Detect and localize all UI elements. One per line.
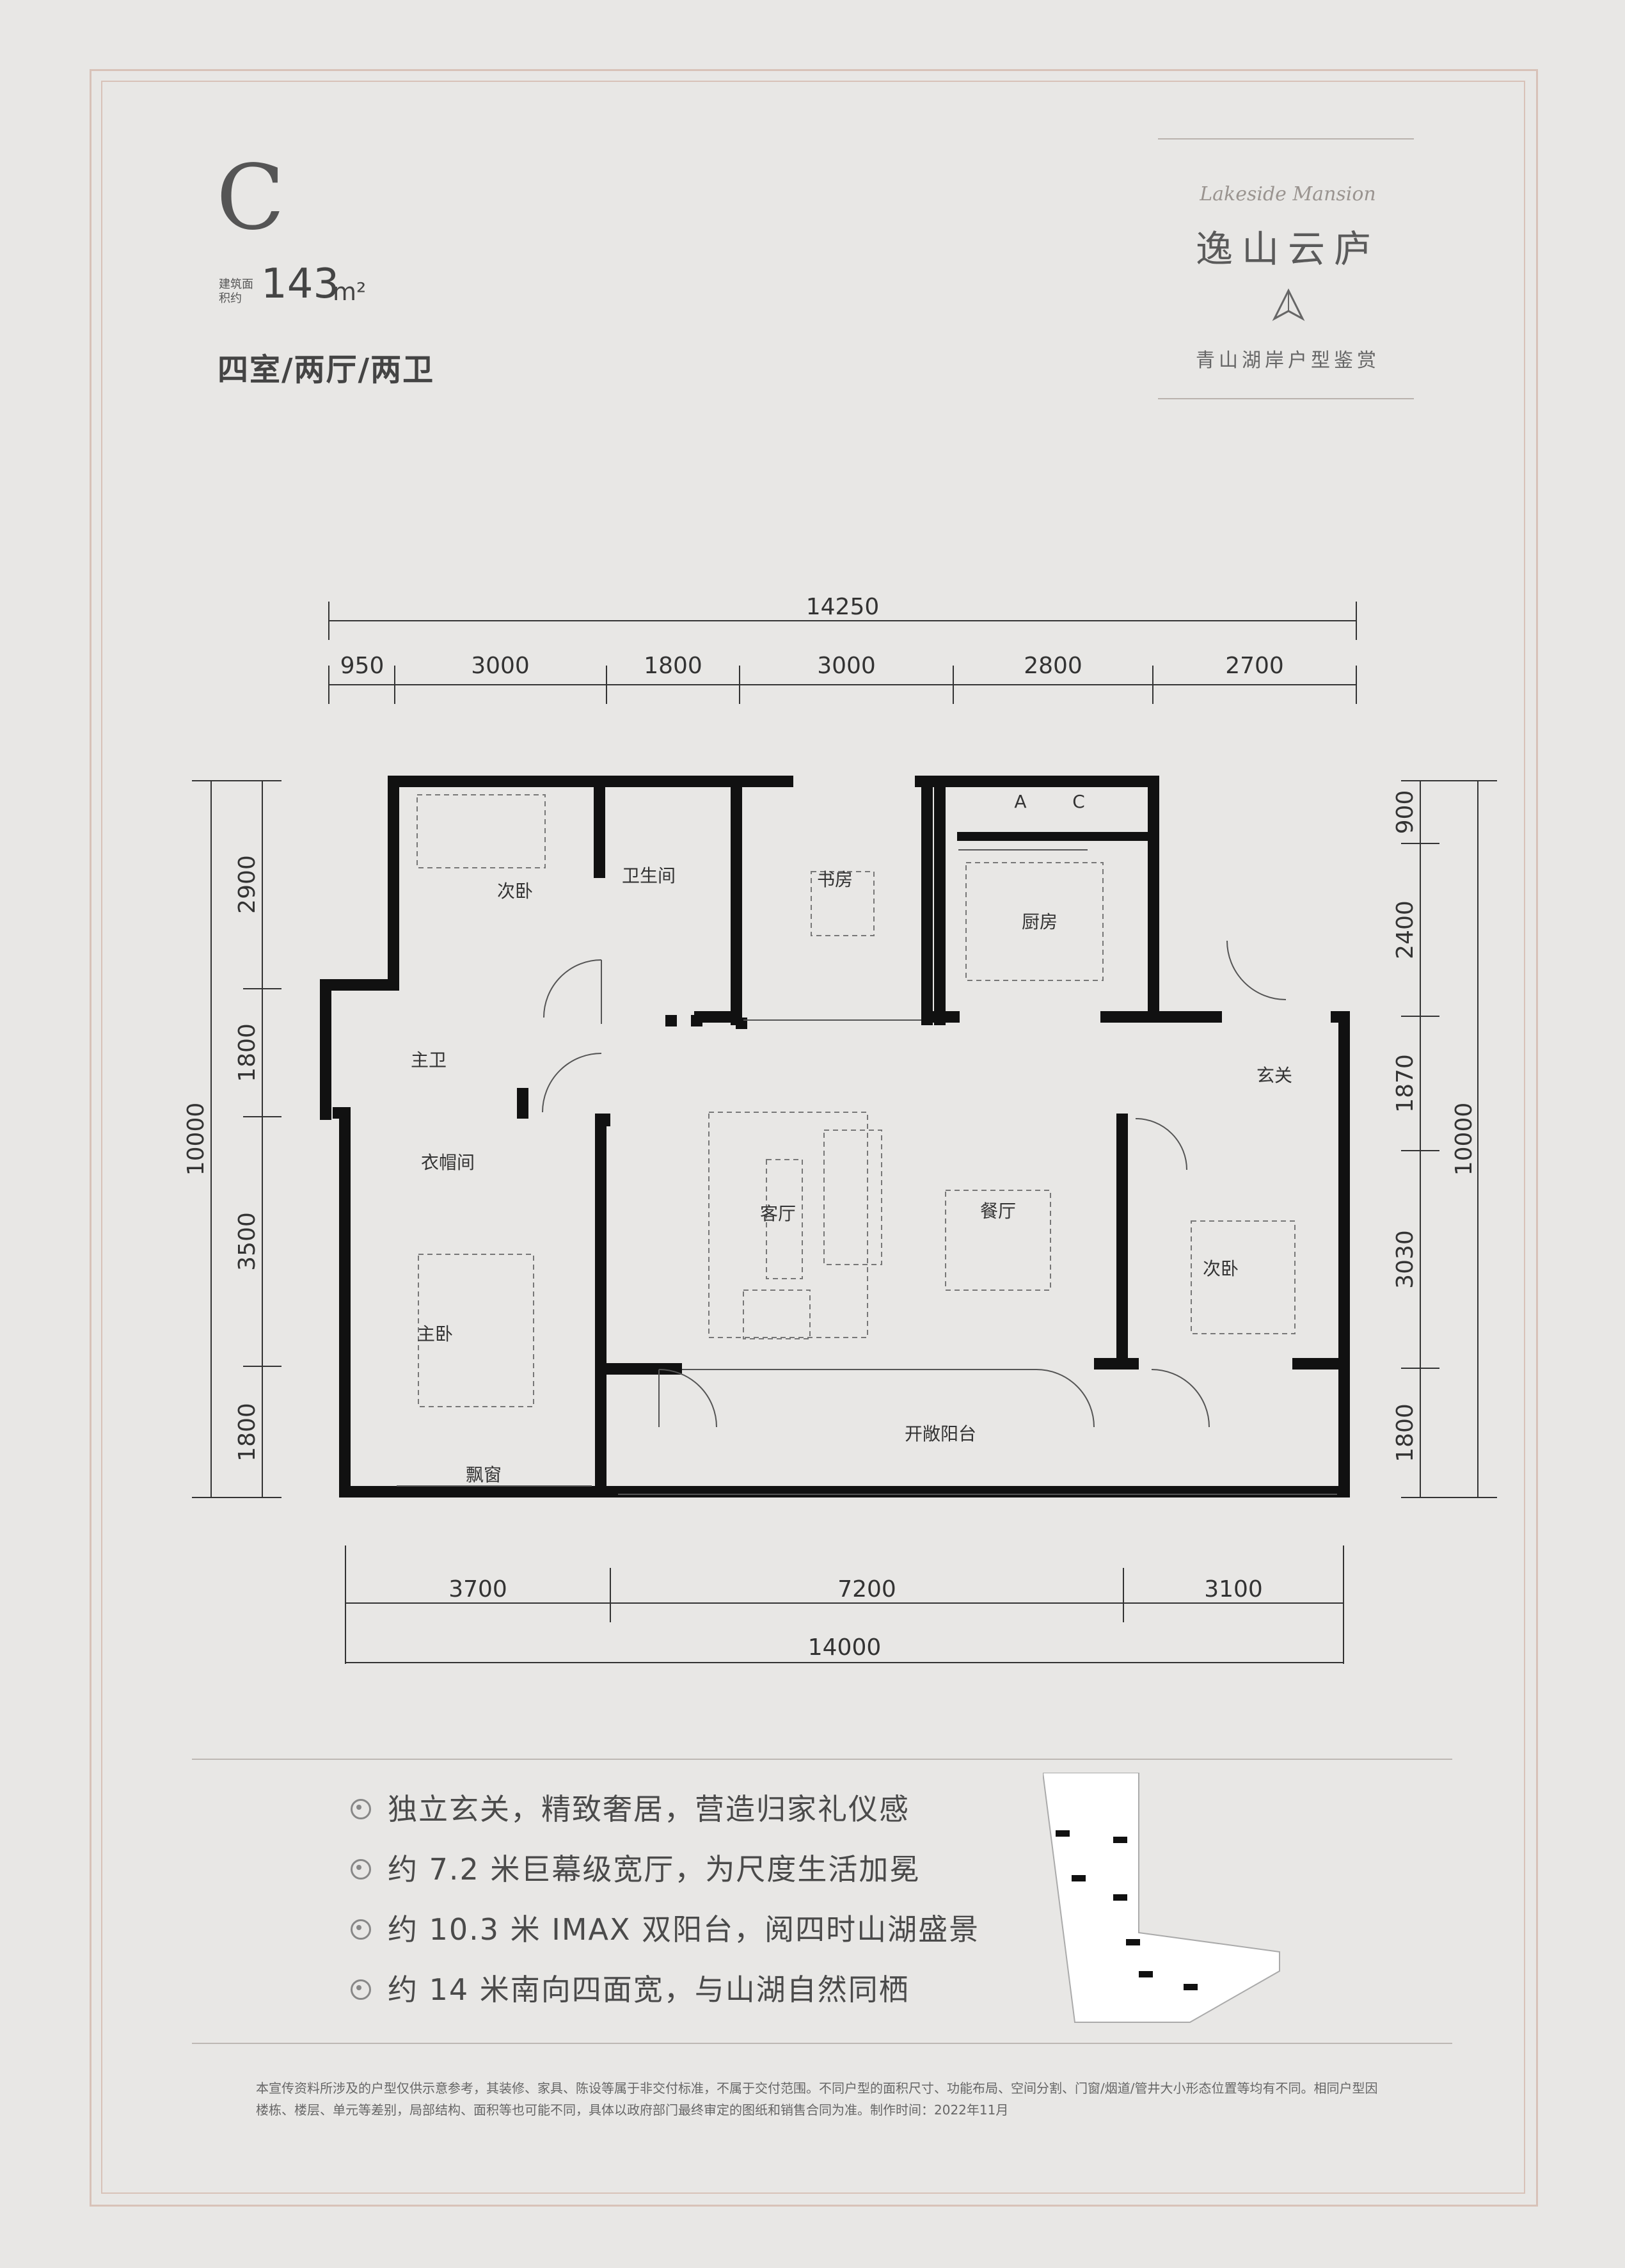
disclaimer: 本宣传资料所涉及的户型仅供示意参考，其装修、家具、陈设等属于非交付标准，不属于交… [256, 2080, 1378, 2118]
room-label-bay-window: 飘窗 [466, 1464, 502, 1485]
dim-right-total: 10000 [1451, 1103, 1477, 1176]
features-top-divider [192, 1759, 1452, 1760]
bullet-icon [351, 1979, 371, 2000]
dim-top-seg: 950 [340, 653, 384, 679]
feature-item: 约 14 米南向四面宽，与山湖自然同栖 [351, 1960, 1054, 2020]
dim-bottom-seg: 3700 [448, 1576, 507, 1602]
room-label-master-bath: 主卫 [411, 1050, 447, 1071]
area-label: 建筑面积约 [219, 278, 253, 305]
room-label-cloakroom: 衣帽间 [421, 1152, 475, 1173]
bullet-icon [351, 1919, 371, 1940]
brand-script-name: Lakeside Mansion [1200, 183, 1376, 205]
room-label-living-room: 客厅 [760, 1203, 796, 1224]
area-value: 143 [261, 260, 340, 308]
dim-left-seg: 1800 [234, 1023, 260, 1082]
room-label-study: 书房 [817, 869, 853, 890]
outer-border [90, 69, 1538, 2207]
room-label-open-balcony: 开敞阳台 [905, 1423, 976, 1444]
room-label-secondary-bedroom-2: 次卧 [1203, 1258, 1239, 1279]
room-labels: 次卧 卫生间 书房 厨房 A C 主卫 衣帽间 客厅 餐厅 玄关 次卧 主卧 开… [411, 791, 1292, 1485]
dim-left-seg: 2900 [234, 855, 260, 914]
doors-and-windows [397, 849, 1337, 1495]
brand-block: Lakeside Mansion 逸山云庐 青山湖岸户型鉴赏 [1158, 138, 1418, 402]
room-label-ac: A [1014, 791, 1026, 812]
dimension-labels: 14250 950 3000 1800 3000 2800 2700 10000… [183, 594, 1477, 1661]
dim-right-seg: 900 [1392, 790, 1418, 835]
dim-bottom-seg: 3100 [1204, 1576, 1263, 1602]
site-plan-icon [1043, 1773, 1280, 2023]
dim-right-seg: 1800 [1392, 1403, 1418, 1462]
dim-left-total: 10000 [183, 1103, 209, 1176]
unit-type-letter: C [216, 146, 285, 250]
brand-subtitle: 青山湖岸户型鉴赏 [1196, 349, 1380, 372]
dim-bottom-seg: 7200 [837, 1576, 896, 1602]
dim-top-seg: 2800 [1024, 653, 1082, 679]
dimension-lines [192, 602, 1497, 1664]
floor-plan: 14250 950 3000 1800 3000 2800 2700 10000… [183, 594, 1497, 1664]
dim-right-seg: 2400 [1392, 900, 1418, 959]
brand-top-rule [1158, 138, 1414, 140]
dim-right-seg: 3030 [1392, 1230, 1418, 1289]
dim-left-seg: 3500 [234, 1212, 260, 1271]
feature-item: 约 10.3 米 IMAX 双阳台，阅四时山湖盛景 [351, 1899, 1054, 1960]
dim-top-seg: 2700 [1225, 653, 1284, 679]
area-unit: m² [333, 278, 367, 306]
features-list: 独立玄关，精致奢居，营造归家礼仪感 约 7.2 米巨幕级宽厅，为尺度生活加冕 约… [351, 1779, 1054, 2020]
room-label-secondary-bedroom-1: 次卧 [497, 881, 533, 902]
brand-name: 逸山云庐 [1195, 227, 1380, 271]
dim-top-seg: 1800 [644, 653, 702, 679]
brand-logo-icon [1272, 288, 1305, 321]
features-bottom-divider [192, 2043, 1452, 2044]
room-count: 四室/两厅/两卫 [218, 352, 435, 388]
feature-item: 约 7.2 米巨幕级宽厅，为尺度生活加冕 [351, 1839, 1054, 1899]
dim-bottom-total: 14000 [808, 1634, 882, 1661]
brand-bottom-rule [1158, 398, 1414, 399]
room-label-foyer: 玄关 [1256, 1065, 1292, 1086]
dim-right-seg: 1870 [1392, 1054, 1418, 1113]
bullet-icon [351, 1859, 371, 1880]
dim-top-seg: 3000 [471, 653, 530, 679]
dim-top-seg: 3000 [817, 653, 876, 679]
room-label-kitchen: 厨房 [1022, 911, 1058, 932]
inner-border [101, 81, 1525, 2194]
dim-top-total: 14250 [806, 594, 880, 620]
walls [320, 776, 1350, 1497]
bullet-icon [351, 1799, 371, 1819]
room-label-ac: C [1072, 791, 1085, 812]
dim-left-seg: 1800 [234, 1403, 260, 1462]
feature-item: 独立玄关，精致奢居，营造归家礼仪感 [351, 1779, 1054, 1839]
room-label-bathroom: 卫生间 [622, 865, 676, 886]
room-label-dining-room: 餐厅 [980, 1201, 1016, 1222]
room-label-master-bedroom: 主卧 [417, 1323, 453, 1345]
furniture-outlines [416, 794, 1296, 1407]
